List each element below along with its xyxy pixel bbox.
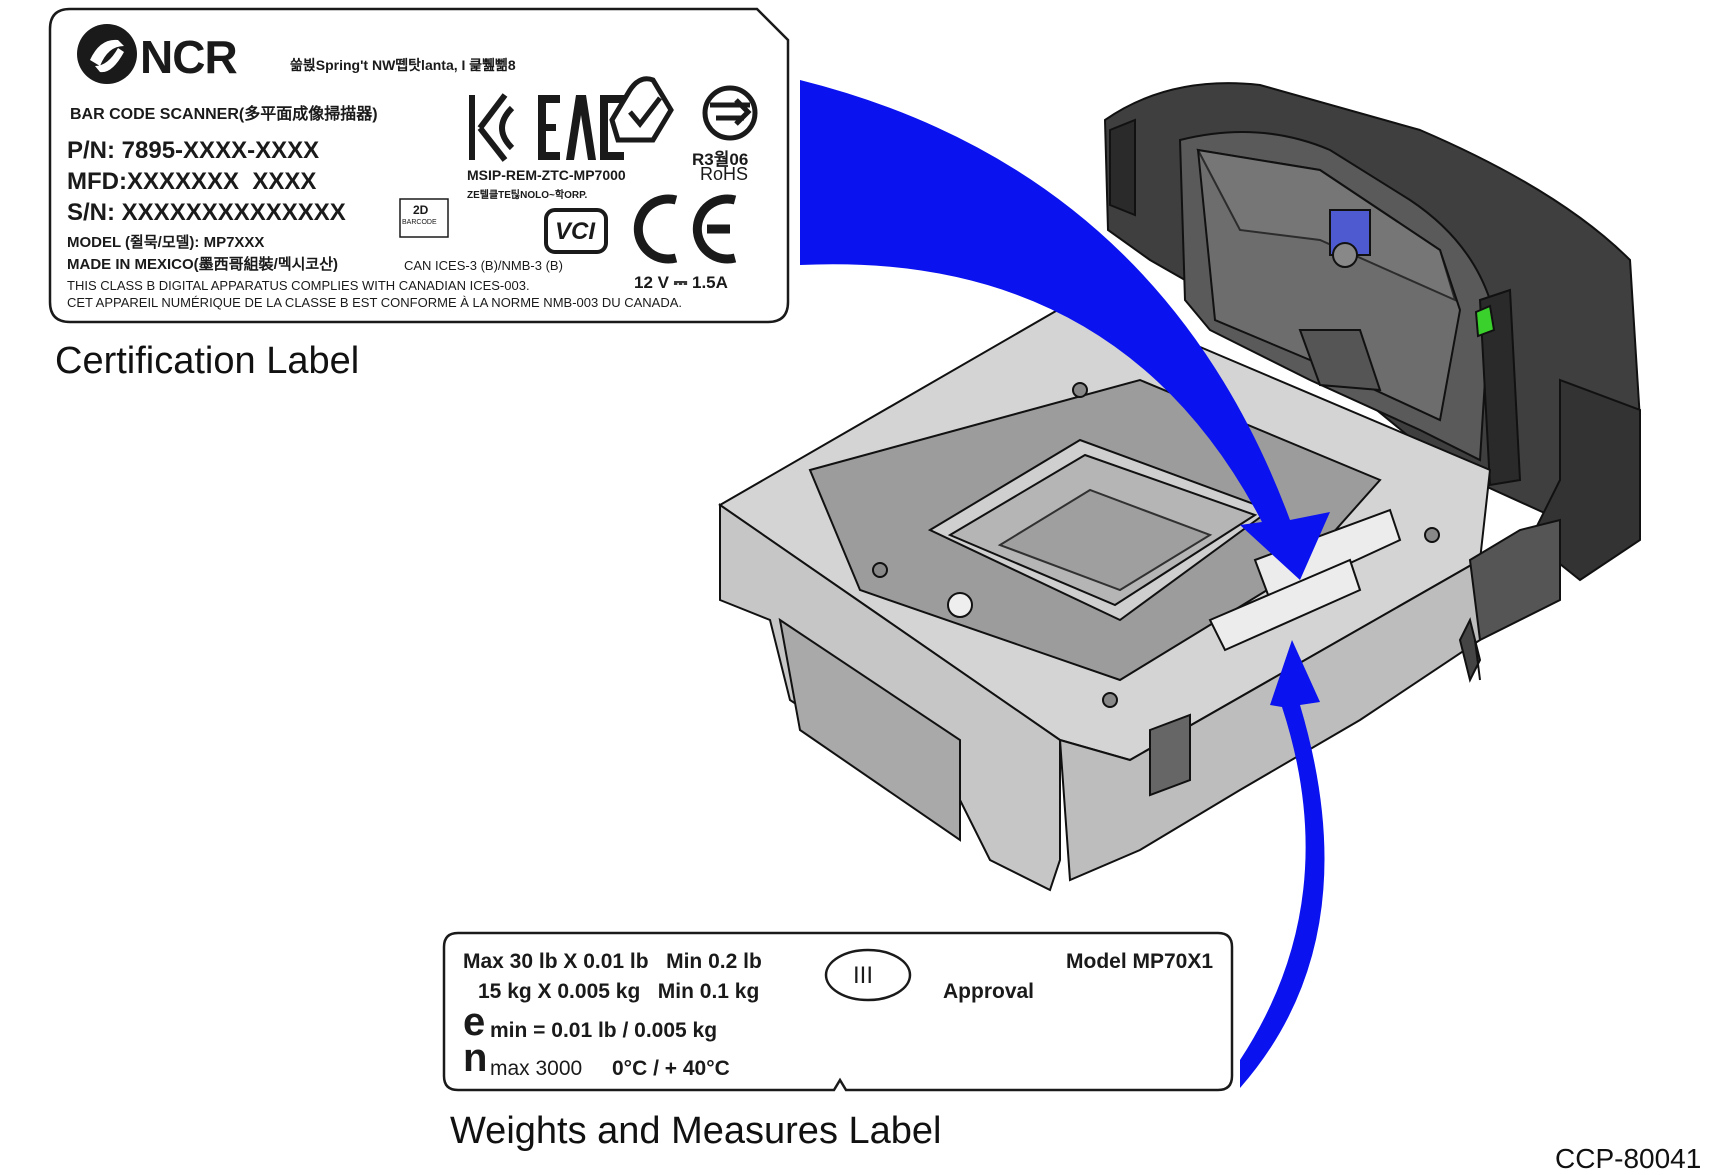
kc-mark-icon bbox=[469, 93, 515, 162]
weights-label-caption: Weights and Measures Label bbox=[450, 1110, 942, 1152]
wm-line-1: Max 30 lb X 0.01 lb Min 0.2 lb bbox=[463, 950, 762, 973]
nmax-letter: n bbox=[463, 1036, 488, 1080]
made-in: MADE IN MEXICO(墨西哥組裝/멕시코산) bbox=[67, 256, 339, 273]
barcode-label-bottom: BARCODE bbox=[402, 219, 437, 226]
class-mark: III bbox=[853, 962, 874, 989]
vci-mark-icon bbox=[544, 208, 608, 254]
part-number: P/N: 7895-XXXX-XXXX bbox=[67, 137, 320, 164]
ncr-brand: NCR bbox=[140, 31, 238, 83]
certification-label-caption: Certification Label bbox=[55, 340, 360, 382]
serial-number: S/N: XXXXXXXXXXXXXX bbox=[67, 199, 346, 226]
wm-line-2: 15 kg X 0.005 kg Min 0.1 kg bbox=[478, 980, 760, 1003]
product-name: BAR CODE SCANNER(多平面成像掃描器) bbox=[70, 106, 378, 123]
power-rating: 12 V ⎓ 1.5A bbox=[634, 273, 728, 292]
can-nmb: CAN ICES-3 (B)/NMB-3 (B) bbox=[404, 258, 563, 273]
emin-text: min = 0.01 lb / 0.005 kg bbox=[490, 1019, 718, 1042]
rohs: RoHS bbox=[700, 164, 749, 184]
model-number: MODEL (쥘묵/모델): MP7XXX bbox=[67, 234, 265, 251]
class-mark-oval bbox=[824, 948, 912, 1002]
compliance-en: THIS CLASS B DIGITAL APPARATUS COMPLIES … bbox=[67, 278, 530, 293]
model-mp70x1: Model MP70X1 bbox=[1066, 950, 1214, 973]
nmax-text: max 3000 bbox=[490, 1057, 583, 1080]
barcode-label-top: 2D bbox=[413, 203, 429, 217]
msip-sub: ZE텔클TE틶NOLO~학ORP. bbox=[467, 190, 588, 201]
approval: Approval bbox=[943, 980, 1035, 1003]
ncr-address: 쓺뷙Spring't NW뗍탓lanta, I 큹쀒뻶8 bbox=[290, 57, 516, 73]
scanner-platter bbox=[718, 298, 1561, 892]
ncr-logo-icon bbox=[77, 24, 137, 84]
barcode-box bbox=[399, 198, 449, 238]
compliance-fr: CET APPAREIL NUMÉRIQUE DE LA CLASSE B ES… bbox=[67, 295, 683, 310]
reference-code: CCP-80041 bbox=[1555, 1143, 1702, 1174]
temperature-range: 0°C / + 40°C bbox=[612, 1057, 730, 1080]
vci-text: VCI bbox=[555, 218, 596, 245]
arrow-to-weights-label bbox=[1240, 640, 1325, 1088]
scanner-tower bbox=[1103, 82, 1642, 582]
mfd-date: MFD:XXXXXXX XXXX bbox=[67, 168, 317, 195]
msip-code: MSIP-REM-ZTC-MP7000 bbox=[467, 167, 626, 183]
rcm-mark-icon bbox=[609, 76, 674, 143]
r3-code: R3월06 bbox=[692, 150, 749, 169]
emin-letter: e bbox=[463, 1000, 486, 1044]
bsmi-mark-icon bbox=[702, 85, 758, 141]
arrow-to-certification-label bbox=[800, 80, 1330, 580]
ce-mark-icon bbox=[633, 194, 737, 264]
eac-mark-icon bbox=[538, 95, 624, 160]
